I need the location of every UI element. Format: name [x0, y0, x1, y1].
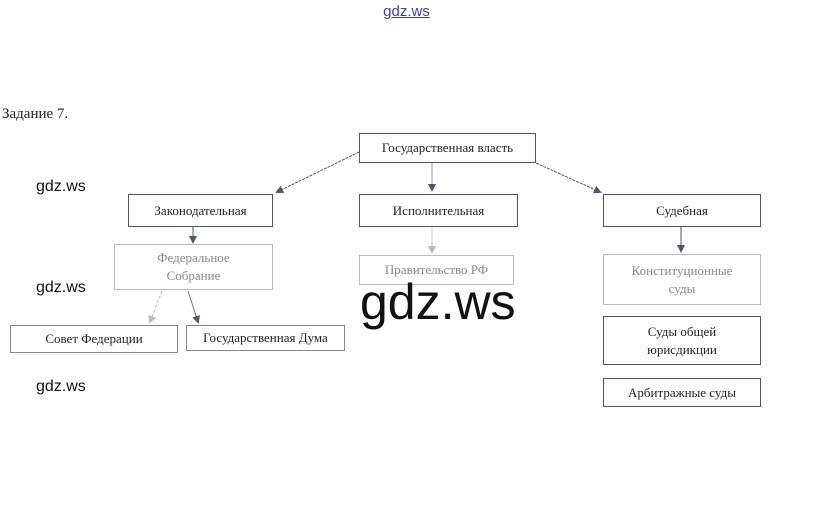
- constitutional-courts-label: Конституционные суды: [631, 262, 733, 296]
- state-duma-box: Государственная Дума: [186, 325, 345, 351]
- judicial-box: Судебная: [603, 194, 761, 227]
- arbitration-courts-label: Арбитражные суды: [628, 384, 736, 400]
- watermark: gdz.ws: [36, 378, 86, 395]
- federation-council-box: Совет Федерации: [10, 325, 178, 353]
- root-label: Государственная власть: [381, 140, 514, 155]
- executive-label: Исполнительная: [392, 202, 485, 218]
- general-courts-box: Суды общей юрисдикции: [603, 316, 761, 365]
- judicial-label: Судебная: [656, 202, 708, 218]
- gdz-link[interactable]: gdz.ws: [383, 3, 430, 20]
- general-courts-label: Суды общей юрисдикции: [647, 323, 717, 357]
- arrow-assembly-council: [148, 290, 163, 324]
- watermark-large: gdz.ws: [360, 274, 516, 330]
- federation-council-label: Совет Федерации: [45, 331, 143, 346]
- government-box: Правительство РФ: [359, 255, 514, 285]
- root-box: Государственная власть: [359, 133, 536, 163]
- task-title: Задание 7.: [2, 106, 69, 122]
- state-duma-label: Государственная Дума: [203, 330, 328, 345]
- federal-assembly-label: Федеральное Собрание: [157, 250, 230, 283]
- legislative-label: Законодательная: [154, 202, 247, 218]
- executive-box: Исполнительная: [359, 194, 518, 227]
- arbitration-courts-box: Арбитражные суды: [603, 378, 761, 407]
- watermark: gdz.ws: [36, 279, 86, 296]
- constitutional-courts-box: Конституционные суды: [603, 254, 761, 305]
- government-label: Правительство РФ: [384, 262, 489, 277]
- federal-assembly-box: Федеральное Собрание: [114, 244, 273, 290]
- legislative-box: Законодательная: [128, 194, 273, 227]
- watermark: gdz.ws: [36, 178, 86, 195]
- arrow-root-legislative: [275, 151, 360, 193]
- arrow-root-judicial: [535, 162, 602, 194]
- arrow-assembly-duma: [187, 290, 200, 324]
